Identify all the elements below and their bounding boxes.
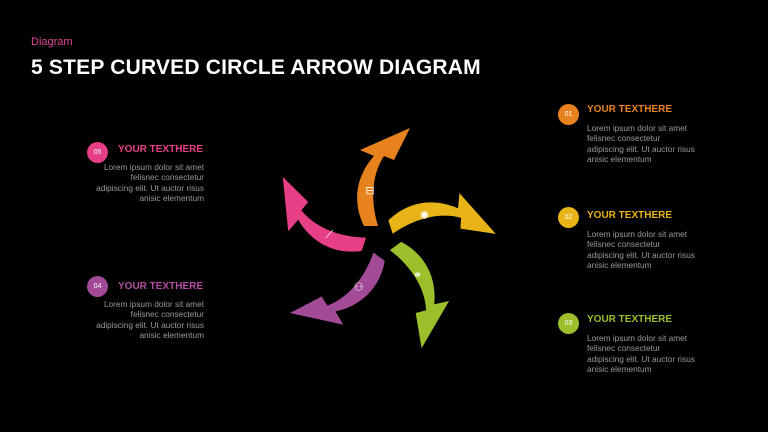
page-title: 5 STEP CURVED CIRCLE ARROW DIAGRAM xyxy=(31,56,481,79)
step-heading-05: YOUR TEXTHERE xyxy=(118,144,204,155)
step-body-03: Lorem ipsum dolor sit amet felisnec cons… xyxy=(587,333,695,375)
arrow-step-05: ⟋ xyxy=(282,176,367,252)
curved-arrow-diagram: ⊟ ✺ ⚭ ⚇ ⟋ xyxy=(282,128,496,349)
arrow-step-03: ⚭ xyxy=(389,241,450,349)
arrow-shape-02 xyxy=(388,193,496,234)
arrow-shape-01 xyxy=(357,128,410,226)
step-body-02: Lorem ipsum dolor sit amet felisnec cons… xyxy=(587,229,695,271)
briefcase-icon: ⊟ xyxy=(365,184,374,197)
step-body-01: Lorem ipsum dolor sit amet felisnec cons… xyxy=(587,123,695,165)
step-badge-05: 05 xyxy=(87,142,108,163)
step-heading-04: YOUR TEXTHERE xyxy=(118,281,204,292)
arrow-shape-05 xyxy=(282,176,367,252)
step-heading-02: YOUR TEXTHERE xyxy=(587,210,673,221)
step-badge-02: 02 xyxy=(558,207,579,228)
step-body-04: Lorem ipsum dolor sit amet felisnec cons… xyxy=(96,299,204,341)
arrow-shape-04 xyxy=(289,252,385,325)
lightbulb-icon: ✺ xyxy=(420,209,429,222)
people-icon: ⚇ xyxy=(354,280,364,293)
growth-chart-icon: ⟋ xyxy=(326,228,334,241)
step-badge-01: 01 xyxy=(558,104,579,125)
arrow-step-01: ⊟ xyxy=(357,128,410,226)
handshake-icon: ⚭ xyxy=(413,269,422,282)
step-heading-01: YOUR TEXTHERE xyxy=(587,104,673,115)
step-badge-04: 04 xyxy=(87,276,108,297)
arrow-shape-03 xyxy=(389,241,450,349)
diagram-kicker: Diagram xyxy=(31,36,73,48)
arrow-step-02: ✺ xyxy=(388,193,496,234)
step-body-05: Lorem ipsum dolor sit amet felisnec cons… xyxy=(96,162,204,204)
arrow-step-04: ⚇ xyxy=(289,252,385,325)
step-heading-03: YOUR TEXTHERE xyxy=(587,314,673,325)
step-badge-03: 03 xyxy=(558,313,579,334)
